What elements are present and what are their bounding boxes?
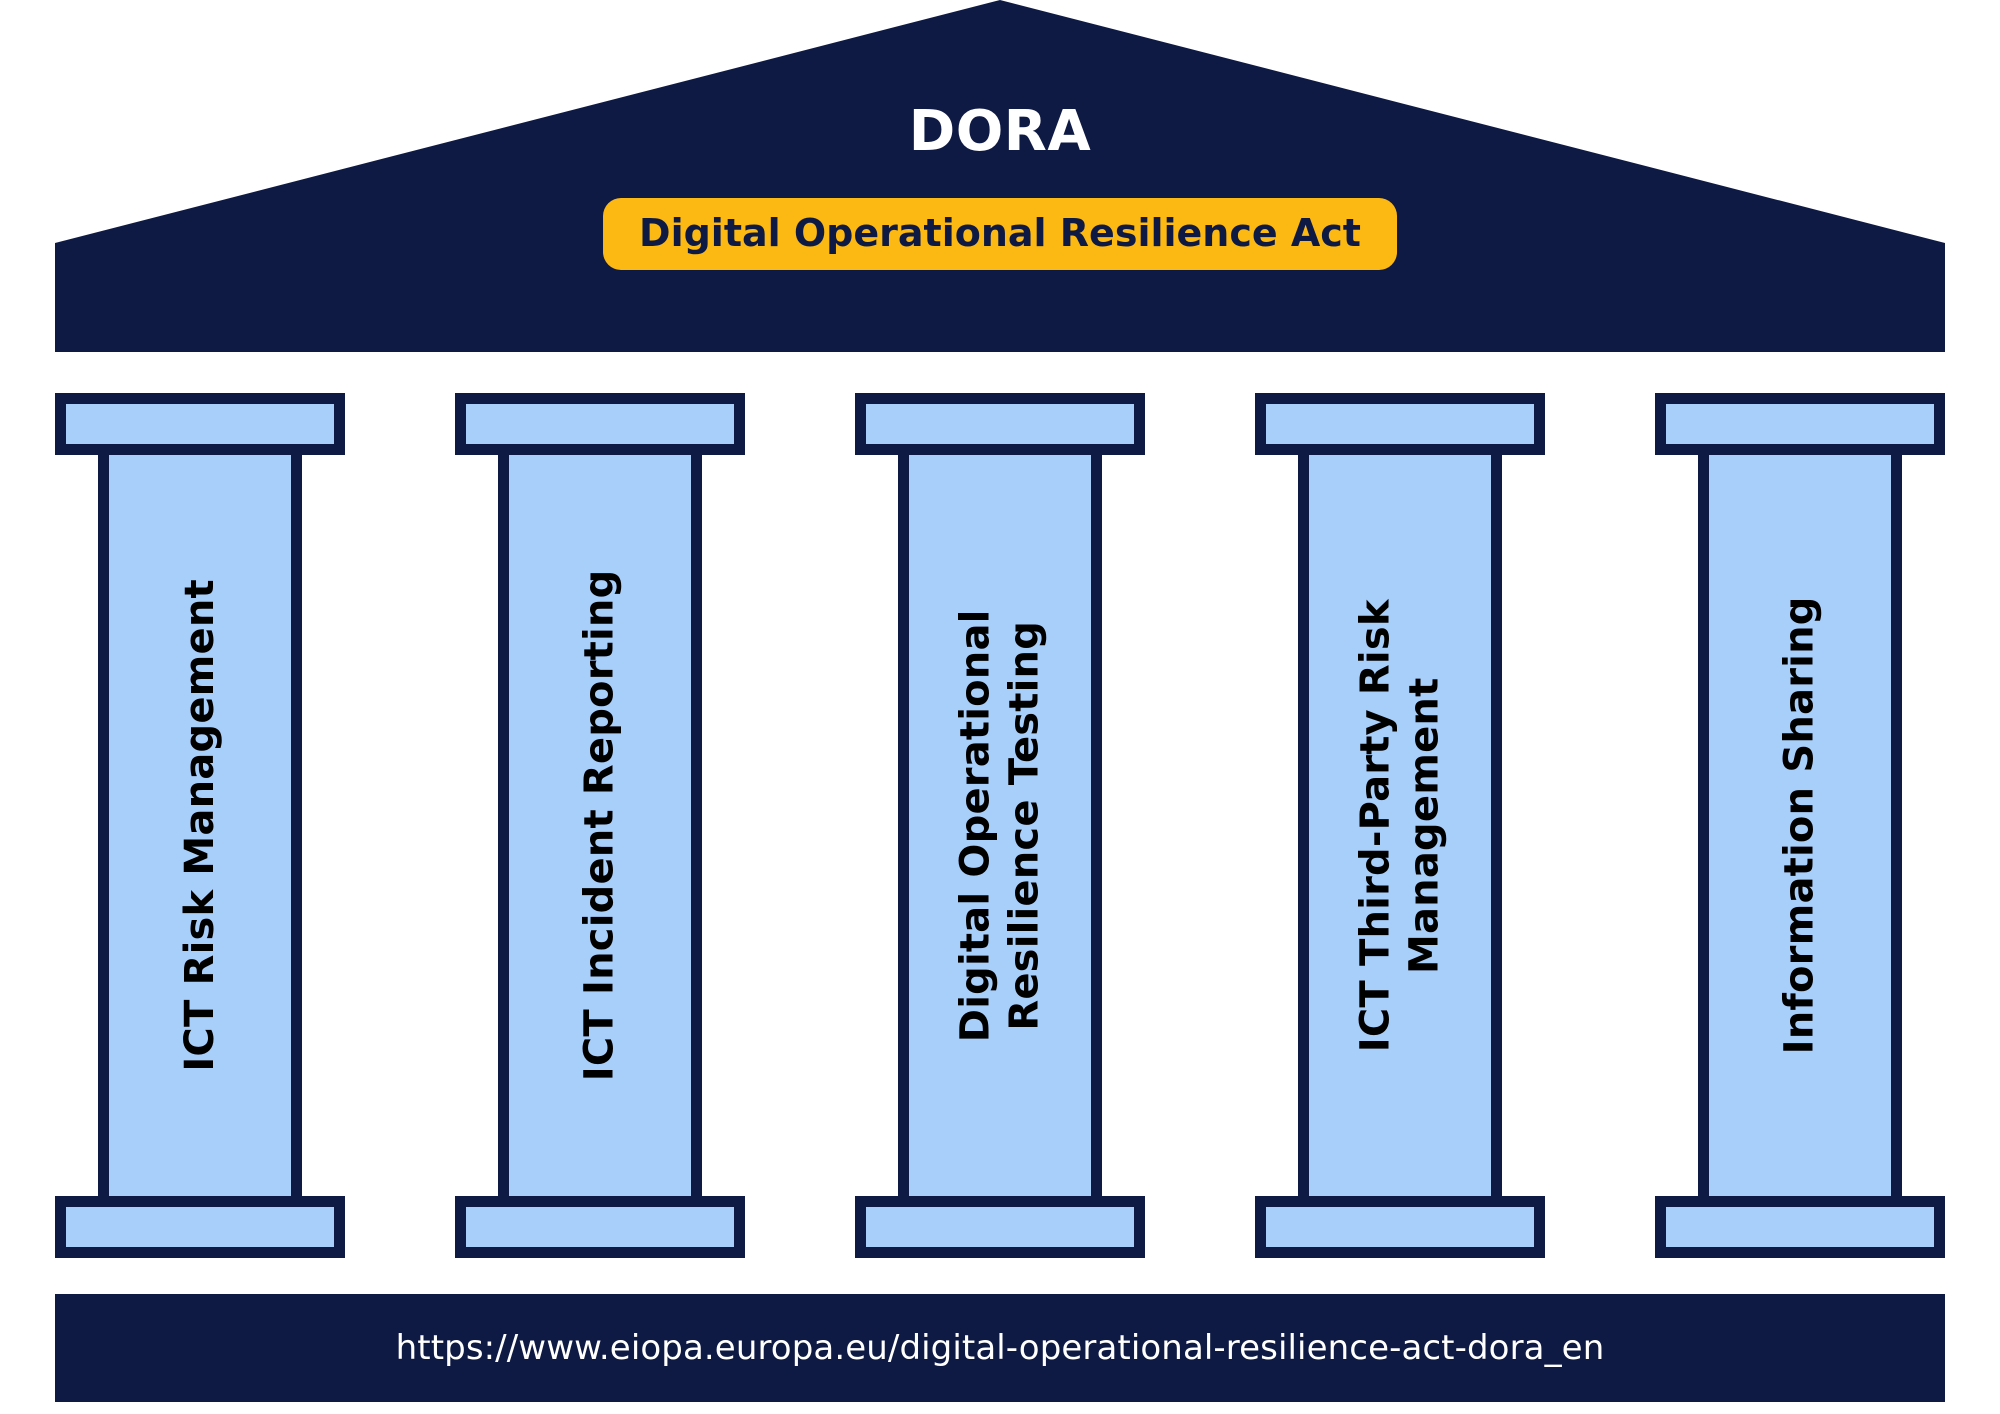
pillar-shaft: ICT Risk Management bbox=[98, 455, 302, 1196]
pediment: DORA Digital Operational Resilience Act bbox=[0, 0, 2000, 360]
source-bar: https://www.eiopa.europa.eu/digital-oper… bbox=[55, 1294, 1945, 1402]
pillar-ict-risk-management: ICT Risk Management bbox=[55, 393, 345, 1258]
pillar-base bbox=[455, 1196, 745, 1258]
pillar-base bbox=[855, 1196, 1145, 1258]
pillar-capital bbox=[1255, 393, 1545, 455]
page-title: DORA bbox=[908, 99, 1092, 164]
pillar-shaft: Information Sharing bbox=[1698, 455, 1902, 1196]
pillar-base bbox=[55, 1196, 345, 1258]
pillar-label: ICT Risk Management bbox=[176, 579, 223, 1072]
pillar-capital bbox=[55, 393, 345, 455]
pillar-base bbox=[1255, 1196, 1545, 1258]
pillar-label: Digital Operational Resilience Testing bbox=[952, 609, 1048, 1042]
source-url-link[interactable]: https://www.eiopa.europa.eu/digital-oper… bbox=[395, 1328, 1605, 1368]
pillar-label: ICT Incident Reporting bbox=[576, 569, 623, 1082]
pillar-digital-operational-resilience-testing: Digital Operational Resilience Testing bbox=[855, 393, 1145, 1258]
pillar-base bbox=[1655, 1196, 1945, 1258]
pillar-label: Information Sharing bbox=[1776, 596, 1823, 1055]
pillar-information-sharing: Information Sharing bbox=[1655, 393, 1945, 1258]
pillar-capital bbox=[1655, 393, 1945, 455]
pillar-capital bbox=[855, 393, 1145, 455]
pillar-capital bbox=[455, 393, 745, 455]
pillar-shaft: ICT Third-Party Risk Management bbox=[1298, 455, 1502, 1196]
subtitle-badge: Digital Operational Resilience Act bbox=[603, 198, 1397, 270]
pillars-row: ICT Risk Management ICT Incident Reporti… bbox=[55, 393, 1945, 1258]
pillar-ict-incident-reporting: ICT Incident Reporting bbox=[455, 393, 745, 1258]
pillar-label: ICT Third-Party Risk Management bbox=[1352, 599, 1448, 1052]
pillar-shaft: Digital Operational Resilience Testing bbox=[898, 455, 1102, 1196]
pillar-ict-third-party-risk-management: ICT Third-Party Risk Management bbox=[1255, 393, 1545, 1258]
pediment-shape-icon bbox=[55, 0, 1945, 352]
pillar-shaft: ICT Incident Reporting bbox=[498, 455, 702, 1196]
